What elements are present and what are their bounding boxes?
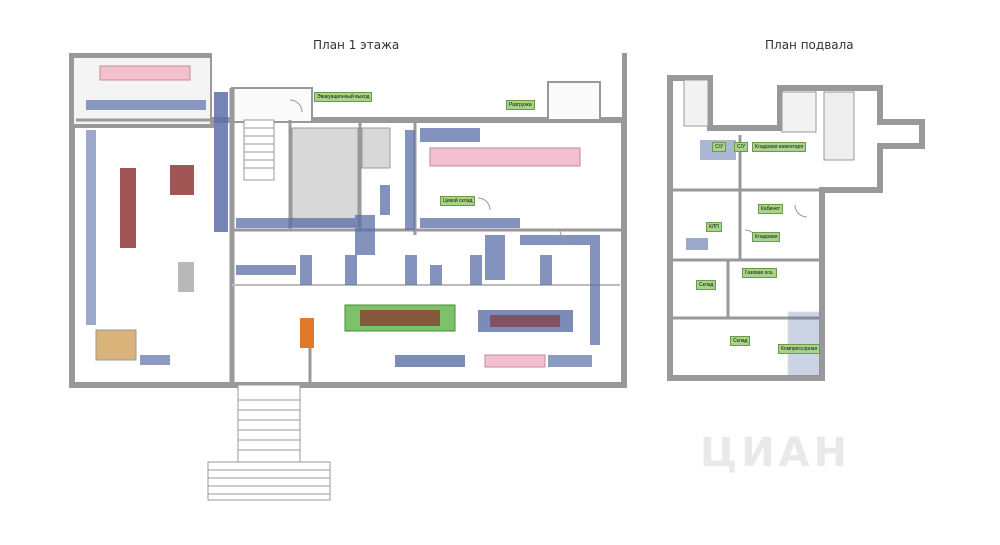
entrance-steps [207,384,331,501]
label-evacuation-exit: Эвакуационный выход [314,92,373,102]
floor1-title: План 1 этажа [313,38,400,52]
equipment-column-a [214,92,228,232]
label-inventory-room: Кладовая инвентаря [752,142,806,152]
label-office: Кабинет [758,204,784,214]
equipment-grid [236,128,600,345]
label-gas: Газовая хоз. [742,268,777,278]
equipment-column-b [120,168,136,248]
storage-room-1 [291,127,359,227]
label-pantry: Кладовая [752,232,781,242]
label-su-2: С/У [734,142,749,152]
watermark-text: ЦИАН [700,430,852,476]
label-su-1: С/У [712,142,727,152]
basement-title: План подвала [765,38,854,52]
label-warehouse-2: Склад [730,336,751,346]
kitchen-block [170,165,194,195]
label-warehouse-1: Склад [696,280,717,290]
staircase [243,119,275,181]
label-compressor: Компрессорная [778,344,821,354]
storage-room-2 [361,127,391,169]
label-cold-room: Цевой склад [440,196,476,206]
label-unloading: Разгрузка [506,100,535,110]
label-klp: КЛП [706,222,722,232]
equipment-column-c [86,130,96,325]
basement-outer-wall [667,75,925,381]
watermark-logo: ЦИАН [700,430,851,476]
floor1-plan [69,50,627,501]
